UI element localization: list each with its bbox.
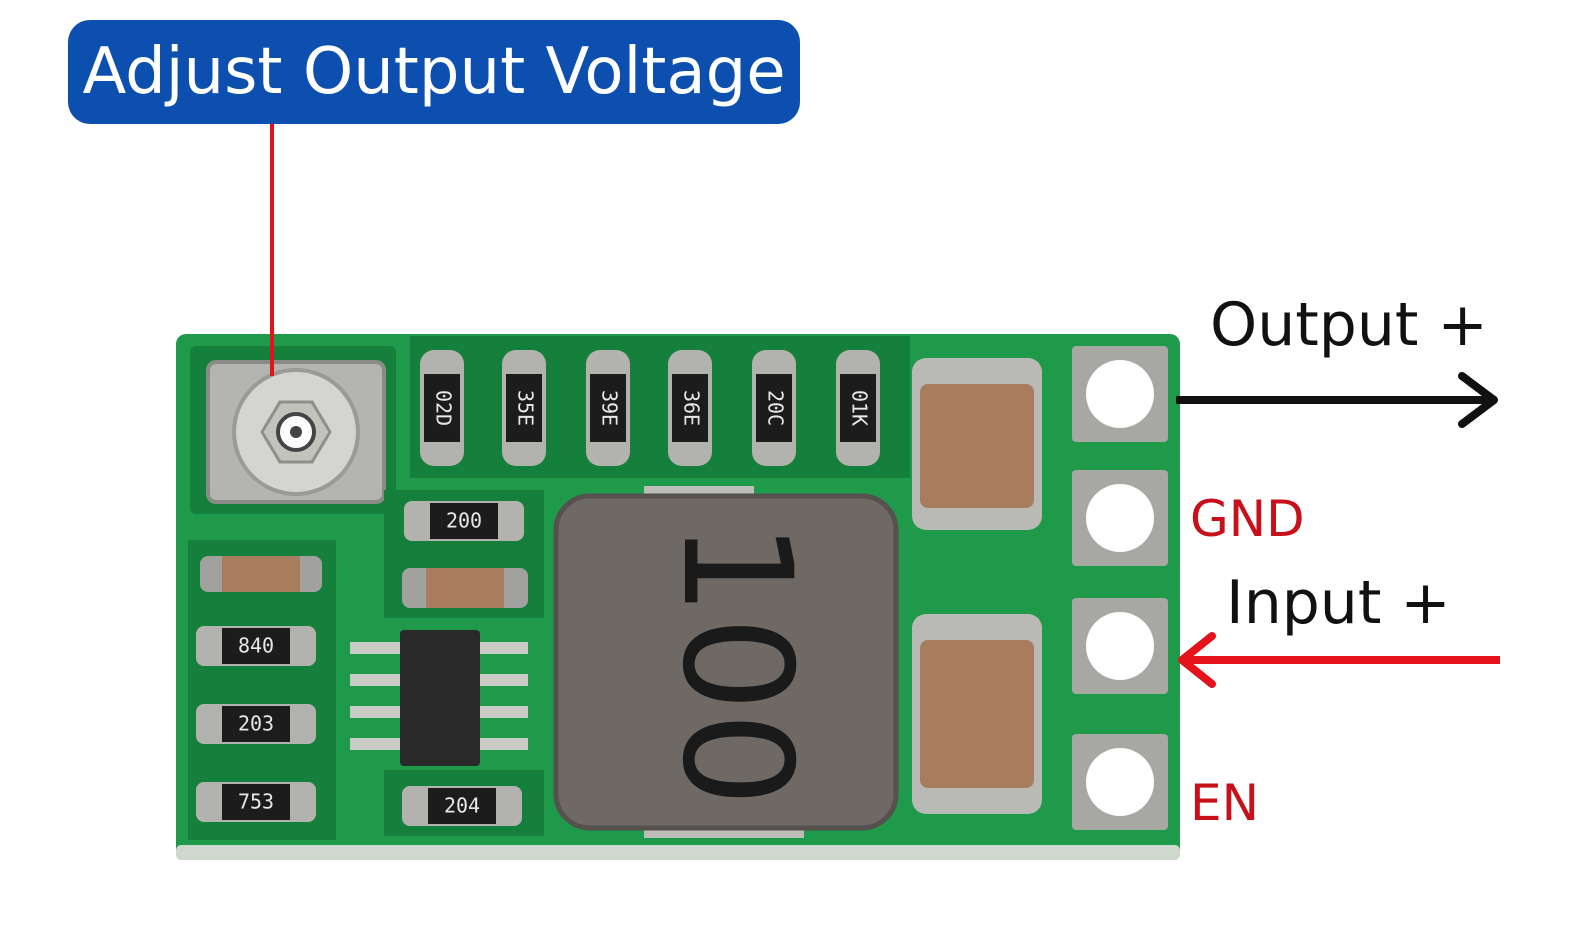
- top-resistor-5: 20C: [752, 350, 796, 466]
- pin-hole-input: [1086, 612, 1154, 680]
- potentiometer: [190, 346, 396, 514]
- horizontal-resistor-code: 840: [238, 634, 274, 658]
- horizontal-resistor-3: 203: [196, 704, 316, 744]
- horizontal-resistor-code: 204: [444, 794, 480, 818]
- top-resistor-code: 36E: [680, 390, 704, 426]
- horizontal-resistor-5: 204: [402, 786, 522, 826]
- top-resistor-4: 36E: [668, 350, 712, 466]
- top-resistor-3: 39E: [586, 350, 630, 466]
- output-arrow: [1176, 372, 1498, 428]
- inductor-marking: 100: [649, 521, 823, 807]
- horizontal-resistor-code: 203: [238, 712, 274, 736]
- pin-hole-en: [1086, 748, 1154, 816]
- horizontal-resistor-4: 753: [196, 782, 316, 822]
- horizontal-resistor-code: 200: [446, 509, 482, 533]
- ic-chip: [350, 630, 528, 766]
- horizontal-resistor-code: 753: [238, 790, 274, 814]
- top-resistor-6: 01K: [836, 350, 880, 466]
- top-resistor-code: 35E: [514, 390, 538, 426]
- inductor: [553, 486, 899, 838]
- horizontal-resistor-2: 840: [196, 626, 316, 666]
- pin-hole-gnd: [1086, 484, 1154, 552]
- top-resistor-code: 39E: [598, 390, 622, 426]
- top-resistor-1: 02D: [420, 350, 464, 466]
- gnd-label: GND: [1190, 490, 1305, 548]
- pcb-edge-shadow: [176, 845, 1180, 860]
- pin-hole-output: [1086, 360, 1154, 428]
- output-plus-label: Output +: [1210, 290, 1488, 360]
- output-capacitors: [912, 358, 1042, 814]
- header-pins: [1072, 346, 1168, 830]
- top-resistor-row: [410, 336, 910, 478]
- en-label: EN: [1190, 774, 1259, 832]
- horizontal-resistor-1: 200: [404, 501, 524, 541]
- top-resistor-code: 01K: [848, 390, 872, 426]
- input-plus-label: Input +: [1226, 568, 1451, 638]
- adjust-voltage-callout: Adjust Output Voltage: [68, 20, 800, 124]
- top-resistor-2: 35E: [502, 350, 546, 466]
- top-resistor-code: 02D: [432, 390, 456, 426]
- input-arrow: [1178, 632, 1500, 688]
- top-resistor-code: 20C: [764, 390, 788, 426]
